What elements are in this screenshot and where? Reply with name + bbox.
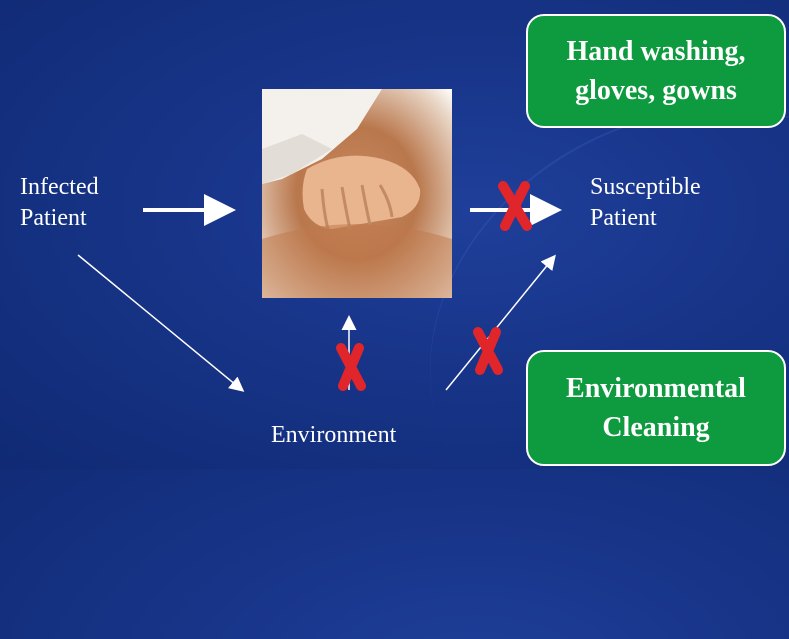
diagram-arrows bbox=[0, 0, 789, 469]
block-x-icon-hands-to-susceptible bbox=[503, 186, 527, 226]
arrow-infected-to-environment bbox=[78, 255, 242, 390]
block-x-icon-environment-to-hands bbox=[341, 348, 361, 386]
